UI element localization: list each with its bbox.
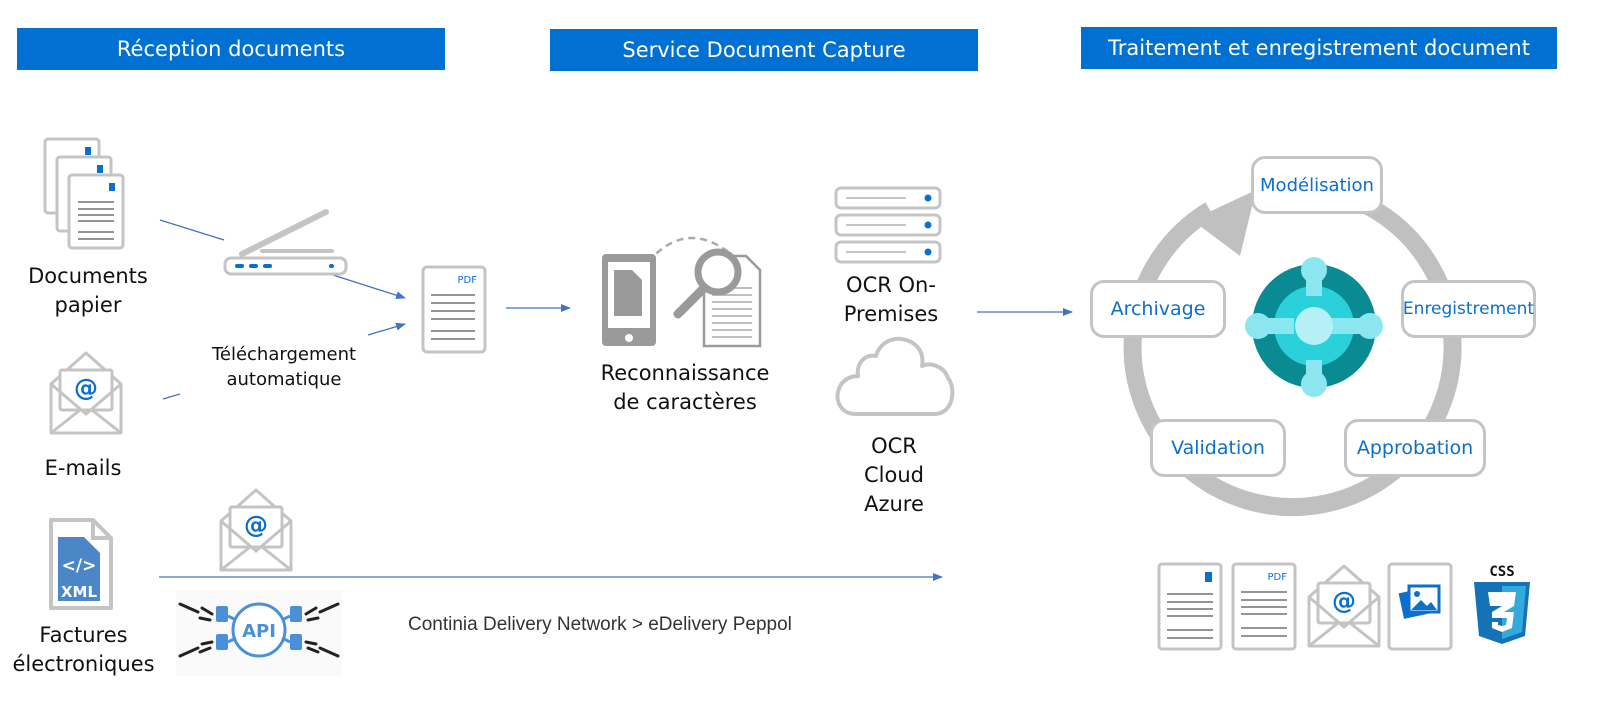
xml-label: XML	[61, 583, 97, 601]
arrow-download-to-pdf	[367, 322, 406, 336]
label-line: OCR	[871, 434, 917, 458]
cycle-arrowhead	[1192, 190, 1256, 256]
label-line: papier	[54, 293, 122, 317]
label-line: Documents	[28, 264, 148, 288]
pdf-label: PDF	[458, 275, 478, 286]
email-delivery-icon: @	[219, 488, 293, 572]
xml-file-icon: </> XML	[49, 518, 113, 610]
label-line: Téléchargement	[211, 344, 357, 365]
label-emails: E-mails	[44, 456, 122, 480]
api-icon: API	[176, 590, 342, 676]
label-line: Azure	[864, 492, 924, 516]
label-line: électroniques	[12, 652, 155, 676]
label-line: Reconnaissance	[600, 361, 770, 385]
cycle-step-enregistrement: Enregistrement	[1401, 280, 1536, 338]
label-paper-documents: Documents papier	[18, 262, 158, 320]
css-label: CSS	[1489, 564, 1514, 580]
server-icon	[834, 186, 942, 264]
cycle-step-archivage: Archivage	[1090, 280, 1226, 338]
header-reception: Réception documents	[17, 28, 445, 70]
image-icon	[1387, 562, 1453, 651]
paper-documents-icon	[43, 137, 125, 250]
svg-text:</>: </>	[62, 556, 97, 576]
label-ocr-cloud: OCR Cloud Azure	[830, 432, 958, 519]
line-paper-to-scanner	[159, 219, 225, 241]
scanner-icon	[223, 209, 348, 276]
svg-text:@: @	[74, 374, 98, 402]
label-line: Premises	[843, 302, 939, 326]
pdf-icon: PDF	[421, 265, 487, 354]
label-line: OCR On-	[846, 273, 936, 297]
label-line: Factures	[39, 623, 128, 647]
api-label: API	[242, 621, 276, 642]
business-central-logo	[1245, 257, 1383, 397]
character-recognition-icon	[602, 236, 762, 348]
header-capture: Service Document Capture	[550, 29, 978, 71]
arrow-scanner-to-pdf	[332, 274, 406, 300]
label-character-recognition: Reconnaissance de caractères	[590, 359, 780, 417]
cycle-step-modelisation: Modélisation	[1251, 156, 1383, 214]
email-output-icon: @	[1307, 564, 1381, 648]
label-line: de caractères	[613, 390, 757, 414]
pdf-label: PDF	[1268, 572, 1288, 583]
line-email-to-download	[162, 393, 181, 400]
pdf-output-icon: PDF	[1231, 562, 1297, 651]
css3-icon: CSS	[1474, 564, 1530, 644]
svg-text:@: @	[1332, 587, 1356, 615]
document-icon	[1157, 562, 1223, 651]
cycle-step-approbation: Approbation	[1344, 419, 1486, 477]
cloud-icon	[835, 336, 955, 416]
label-line: Cloud	[864, 463, 924, 487]
email-icon: @	[49, 351, 123, 435]
cycle-step-validation: Validation	[1150, 419, 1286, 477]
delivery-network-label: Continia Delivery Network > eDelivery Pe…	[408, 614, 792, 635]
header-processing: Traitement et enregistrement document	[1081, 27, 1557, 69]
label-einvoices: Factures électroniques	[6, 621, 161, 679]
svg-text:@: @	[244, 511, 268, 539]
label-line: automatique	[226, 369, 342, 390]
label-ocr-onprem: OCR On- Premises	[820, 271, 962, 329]
label-auto-download: Téléchargement automatique	[200, 342, 368, 392]
